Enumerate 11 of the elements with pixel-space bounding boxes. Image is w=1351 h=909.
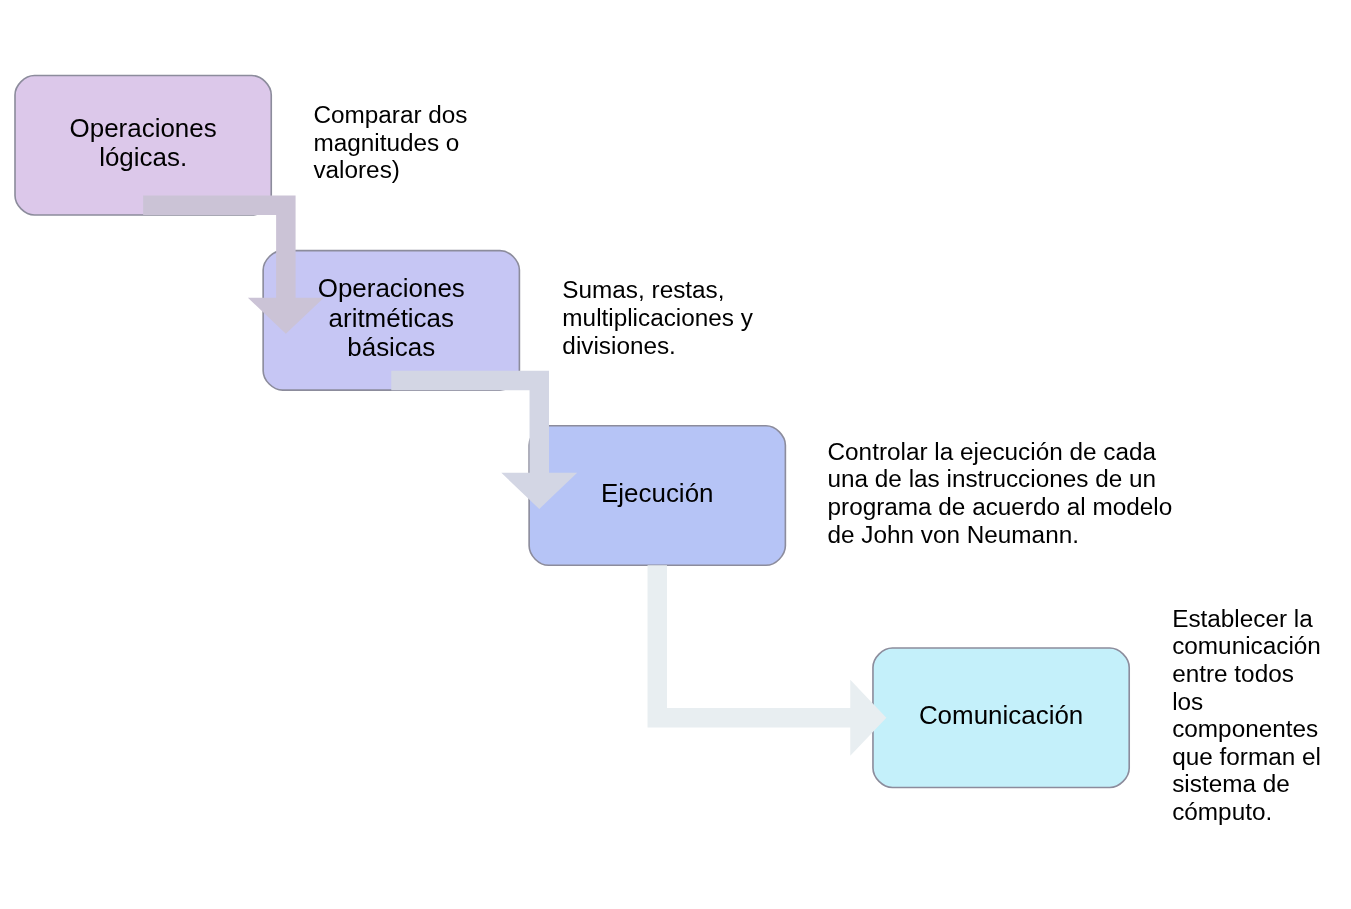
- node-box: Comunicación: [872, 646, 1130, 788]
- arrow: [391, 370, 578, 509]
- node-box: Operaciones lógicas.: [14, 74, 273, 216]
- node-box: Ejecución: [528, 424, 787, 566]
- arrow: [647, 564, 887, 756]
- node-label: Comparar dos magnitudes o valores): [313, 100, 468, 183]
- node-label: Establecer la comunicación entre todos los componentes que forman el sistema de cómputo.: [1172, 604, 1321, 825]
- node-box: Operaciones aritméticas básicas: [262, 249, 521, 391]
- arrow: [143, 195, 324, 334]
- node-label: Controlar la ejecución de cada una de las instrucciones de un programa de acuerdo al modelo de John von Neumann.: [827, 437, 1173, 548]
- node-label: Sumas, restas, multiplicaciones y divisiones.: [562, 275, 753, 359]
